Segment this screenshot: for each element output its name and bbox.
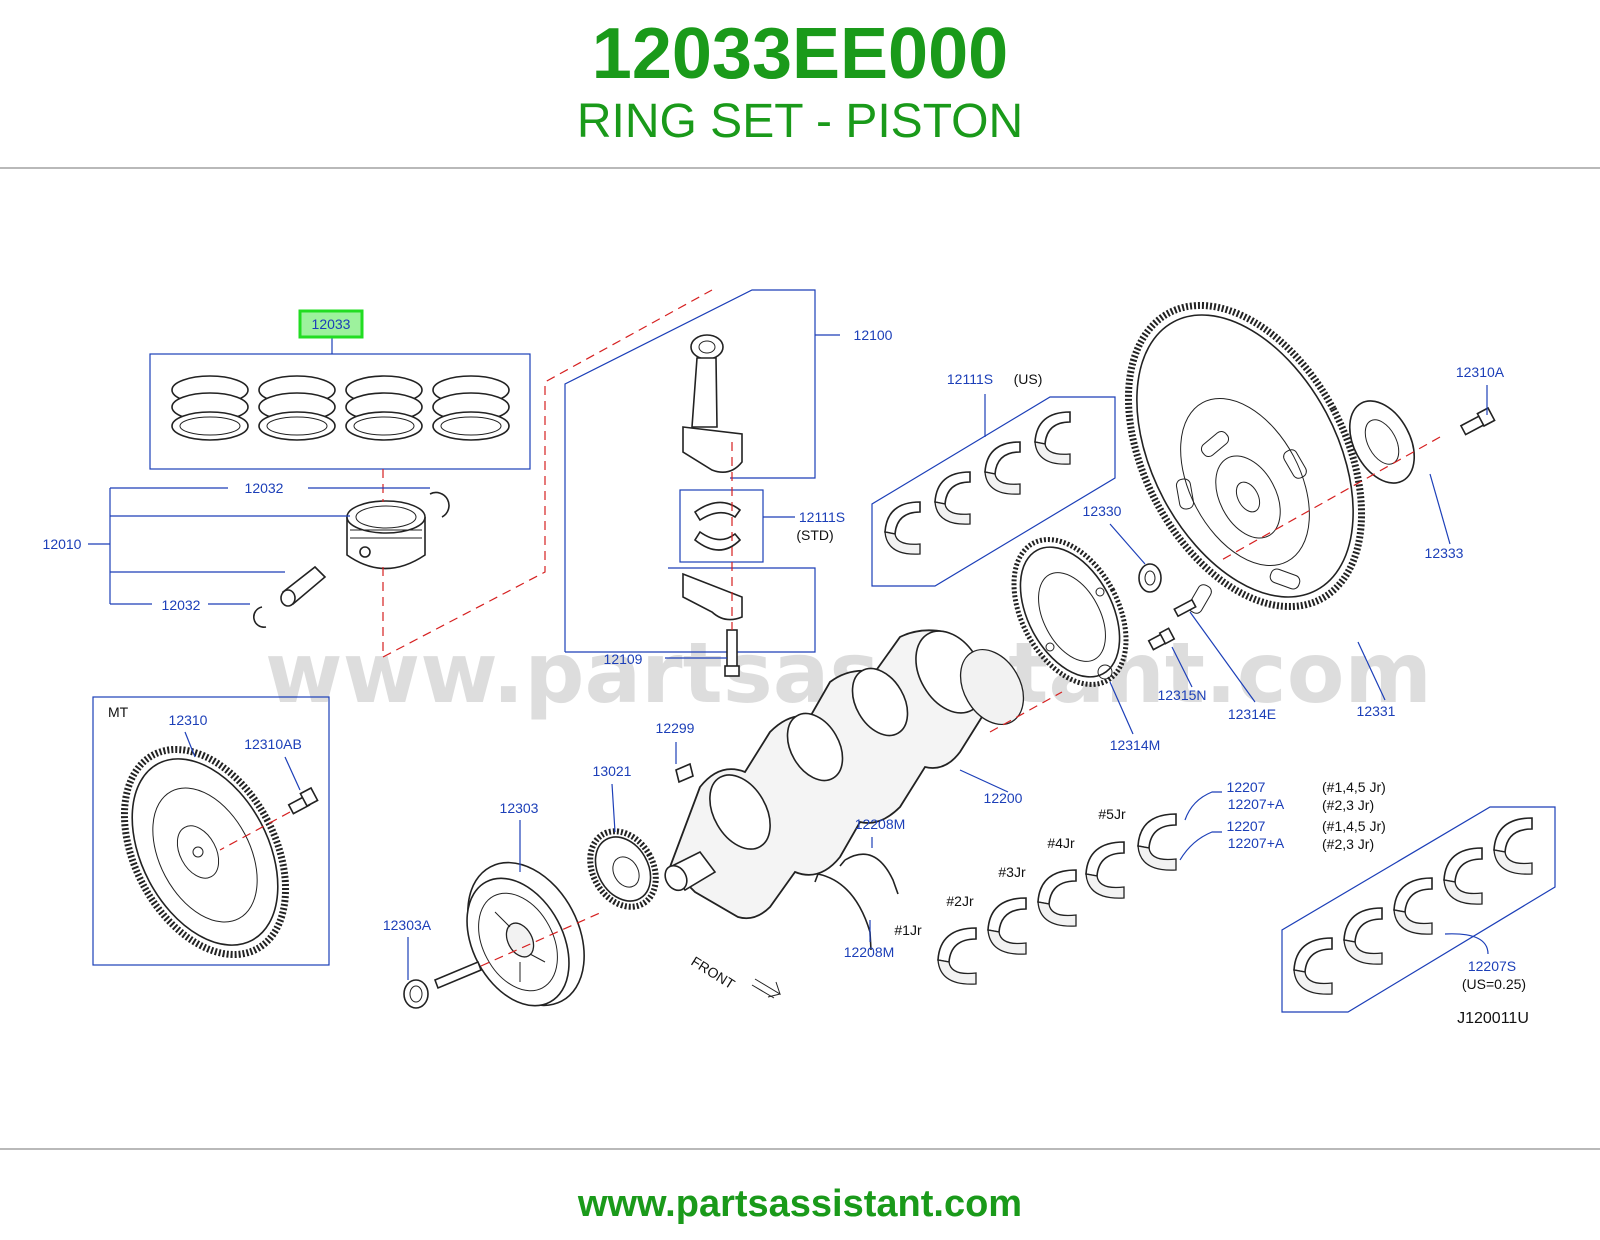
callout-12032-lower: 12032 bbox=[162, 597, 201, 613]
callout-12303a: 12303A bbox=[383, 917, 432, 933]
callout-12208m-lower: 12208M bbox=[844, 944, 895, 960]
piston-rings bbox=[171, 375, 510, 441]
crank-sprocket bbox=[587, 828, 659, 910]
callout-12330: 12330 bbox=[1083, 503, 1122, 519]
std-bearing-box bbox=[679, 489, 764, 563]
connecting-rod bbox=[682, 334, 743, 473]
footer-divider bbox=[0, 1148, 1600, 1150]
callout-12109: 12109 bbox=[604, 651, 643, 667]
part-description: RING SET - PISTON bbox=[576, 95, 1024, 148]
callout-12033: 12033 bbox=[312, 316, 351, 332]
callout-12111s-us: 12111S bbox=[947, 371, 993, 387]
journal-2-label: #2Jr bbox=[946, 893, 974, 909]
flywheel bbox=[120, 745, 290, 959]
reinforcement-plate bbox=[1348, 400, 1416, 484]
std-bearing-shells bbox=[693, 501, 742, 551]
callout-12010: 12010 bbox=[43, 536, 82, 552]
callout-12208m-upper: 12208M bbox=[855, 816, 906, 832]
woodruff-key bbox=[675, 762, 694, 784]
dowel-pin bbox=[1173, 598, 1197, 618]
journal-5-label: #5Jr bbox=[1098, 806, 1126, 822]
callout-12207-lower: 12207 bbox=[1227, 818, 1266, 834]
journal-4-label: #4Jr bbox=[1047, 835, 1075, 851]
std-label: (STD) bbox=[796, 527, 833, 543]
snap-ring-upper bbox=[429, 491, 450, 518]
part-number-title: 12033EE000 bbox=[591, 14, 1009, 94]
piston bbox=[346, 500, 426, 570]
callout-12314e: 12314E bbox=[1228, 706, 1276, 722]
piston-pin bbox=[280, 565, 327, 607]
drive-plate-bolt bbox=[1459, 406, 1496, 436]
journal-3-label: #3Jr bbox=[998, 864, 1026, 880]
mt-flywheel-box bbox=[92, 696, 330, 966]
callout-12315n: 12315N bbox=[1157, 687, 1206, 703]
callout-12310ab: 12310AB bbox=[244, 736, 302, 752]
main-bearings bbox=[937, 813, 1177, 985]
exploded-parts-diagram: www.partsassistant.com 12033 bbox=[43, 289, 1556, 1027]
callout-12333: 12333 bbox=[1425, 545, 1464, 561]
callout-12310: 12310 bbox=[169, 712, 208, 728]
ring-set-box bbox=[149, 353, 531, 470]
journal-note-1: (#1,4,5 Jr) bbox=[1322, 779, 1386, 795]
pilot-converter-bolt bbox=[1147, 627, 1176, 651]
callout-12314m: 12314M bbox=[1110, 737, 1161, 753]
us-label: (US) bbox=[1014, 371, 1043, 387]
callout-12032-upper: 12032 bbox=[245, 480, 284, 496]
callout-12331: 12331 bbox=[1357, 703, 1396, 719]
rod-cap bbox=[682, 572, 743, 621]
crank-pulley bbox=[466, 861, 585, 1007]
journal-1-label: #1Jr bbox=[894, 922, 922, 938]
callout-12207a-lower: 12207+A bbox=[1228, 835, 1285, 851]
callout-12303: 12303 bbox=[500, 800, 539, 816]
us-bearing-shells bbox=[884, 411, 1071, 555]
undersize-bearing-box bbox=[1281, 806, 1556, 1013]
diagram-code: J120011U bbox=[1457, 1010, 1529, 1027]
rear-oil-seal bbox=[1138, 563, 1162, 593]
callout-12100: 12100 bbox=[854, 327, 893, 343]
mt-label: MT bbox=[108, 704, 129, 720]
callout-12207-upper: 12207 bbox=[1227, 779, 1266, 795]
footer-url[interactable]: www.partsassistant.com bbox=[577, 1183, 1023, 1225]
rod-bolt bbox=[724, 629, 740, 677]
undersize-bearing-shells bbox=[1293, 817, 1533, 995]
signal-plate bbox=[1011, 537, 1129, 687]
highlighted-callout-12033[interactable] bbox=[298, 309, 364, 339]
thrust-washer-lower bbox=[814, 873, 872, 951]
thrust-washer-upper bbox=[839, 853, 899, 895]
callout-12111s-std: 12111S bbox=[799, 509, 845, 525]
callout-13021: 13021 bbox=[593, 763, 632, 779]
journal-note-4: (#2,3 Jr) bbox=[1322, 836, 1374, 852]
undersize-label: (US=0.25) bbox=[1462, 976, 1526, 992]
callout-12207a-upper: 12207+A bbox=[1228, 796, 1285, 812]
journal-note-2: (#2,3 Jr) bbox=[1322, 797, 1374, 813]
flywheel-bolt bbox=[287, 786, 319, 815]
front-arrow-icon bbox=[754, 978, 781, 998]
callout-12310a: 12310A bbox=[1456, 364, 1505, 380]
snap-ring-lower bbox=[253, 606, 267, 628]
drive-plate bbox=[1124, 301, 1366, 614]
front-label: FRONT bbox=[688, 953, 738, 992]
conrod-box bbox=[564, 289, 816, 652]
crankshaft bbox=[664, 629, 1025, 920]
callout-12200: 12200 bbox=[984, 790, 1023, 806]
us-bearing-box bbox=[871, 396, 1116, 587]
callout-12207s: 12207S bbox=[1468, 958, 1516, 974]
journal-note-3: (#1,4,5 Jr) bbox=[1322, 818, 1386, 834]
pulley-bolt bbox=[403, 960, 483, 1009]
header-divider bbox=[0, 167, 1600, 169]
callout-12299: 12299 bbox=[656, 720, 695, 736]
